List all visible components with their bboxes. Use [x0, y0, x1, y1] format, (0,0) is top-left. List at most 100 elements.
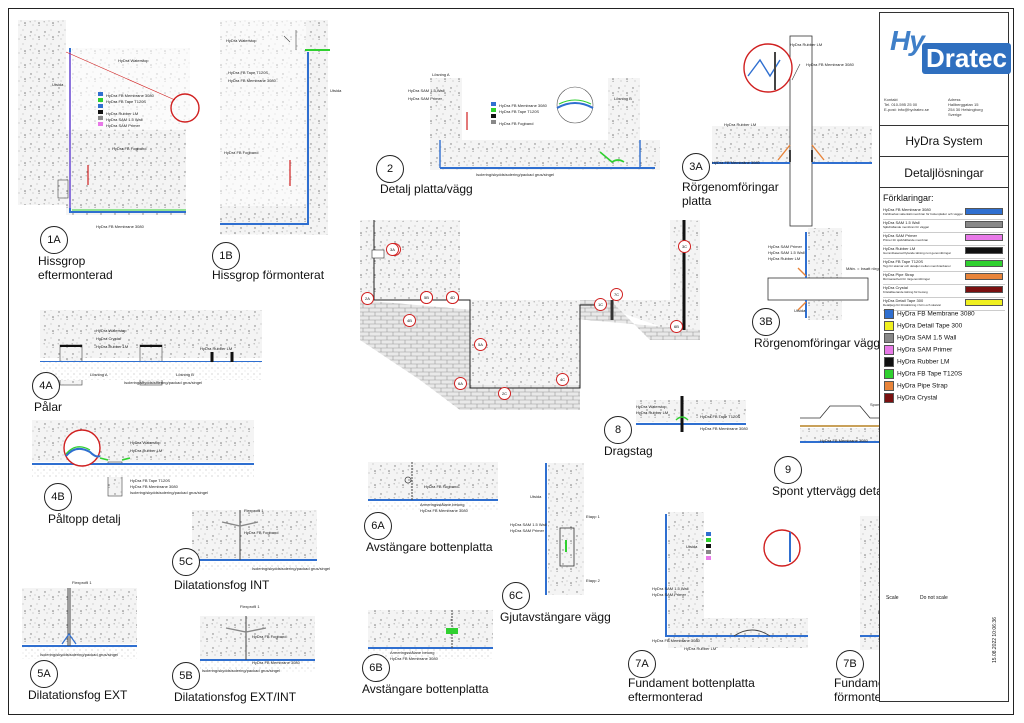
legend-color-square [884, 369, 894, 379]
detail-number-9[interactable]: 9 [774, 456, 802, 484]
callout-marker[interactable]: 2C [498, 387, 511, 400]
legend-detail-name: HyDra FB Membrane 3080 [883, 207, 931, 212]
detail-number-1b[interactable]: 1B [212, 242, 240, 270]
detail-number-3a[interactable]: 3A [682, 153, 710, 181]
title-6b: Avstängare bottenplatta [362, 682, 489, 696]
legend-detail-note: Tejp för skarvar och detaljer mellan mem… [883, 264, 951, 268]
legend-color-swatch [965, 234, 1003, 241]
annotation-1b-waterstop: HyDra Waterstop [226, 38, 257, 43]
detail-number-4b[interactable]: 4B [44, 483, 72, 511]
annotation-3b-primer: HyDra SAM Primer [768, 244, 803, 249]
annotation-6b-membrane: HyDra FB Membrane 3080 [390, 656, 438, 661]
legend-detail-note: Gummibaserad flytande tätning runt genom… [883, 251, 951, 255]
detail-number-6a[interactable]: 6A [364, 512, 392, 540]
legend-item-label: HyDra Rubber LM [897, 358, 950, 366]
detail-3b-drawing [767, 228, 869, 320]
title-block: Hy Dratec Kontakt Tel. 010-595 25 00 E-p… [879, 12, 1011, 702]
annotation-2-isolering: Isolering/skyddsisolering/packad grus/si… [476, 172, 555, 177]
legend-color-square [884, 309, 894, 319]
annotation-1a-waterstop: HyDra Waterstop [118, 58, 149, 63]
detail-6a-drawing [368, 462, 498, 511]
detail-number-6b[interactable]: 6B [362, 654, 390, 682]
legend-item: HyDra FB Membrane 3080 [884, 309, 1008, 319]
annotation-2-primer: HyDra SAM Primer [408, 96, 443, 101]
annotation-1a-primer: HyDra SAM Primer [106, 123, 141, 128]
detail-number-5b[interactable]: 5B [172, 662, 200, 690]
title-6c: Gjutavstängare vägg [500, 610, 611, 624]
title-5b: Dilatationsfog EXT/INT [174, 690, 297, 704]
detail-1b-drawing [220, 20, 330, 235]
callout-marker[interactable]: 3C [678, 240, 691, 253]
detail-number-7a[interactable]: 7A [628, 650, 656, 678]
legend-color-swatch [965, 221, 1003, 228]
legend-detail-note: Självhäftande membran för väggar [883, 225, 930, 229]
annotation-4b-membrane: HyDra FB Membrane 3080 [130, 484, 178, 489]
title-3b: Rörgenomföringar vägg [754, 336, 881, 350]
detail-number-7b[interactable]: 7B [836, 650, 864, 678]
detail-6b-drawing [368, 610, 493, 659]
annotation-4a-waterstop: HyDra Waterstop [96, 328, 127, 333]
legend-detail-name: HyDra SAM 1.5 Wall [883, 220, 920, 225]
legend-color-swatch [965, 247, 1003, 254]
callout-marker[interactable]: 4D [446, 291, 459, 304]
detail-number-5c[interactable]: 5C [172, 548, 200, 576]
scale-value: Do not scale [920, 595, 948, 601]
callout-marker[interactable]: 4B [403, 314, 416, 327]
legend-color-swatch [965, 273, 1003, 280]
annotation-4b-isolering: Isolering/skyddsisolering/packad grus/si… [130, 490, 209, 495]
annotation-3a-membrane: HyDra FB Membrane 3080 [806, 62, 854, 67]
annotation-5c-isolering: Isolering/skyddsisolering/packad grus/si… [252, 566, 331, 571]
title-4b: Påltopp detalj [48, 512, 121, 526]
callout-marker[interactable]: 2A [361, 292, 374, 305]
legend-detail-name: HyDra Detail Tape 300 [883, 298, 924, 303]
scale-label: Scale [886, 595, 899, 601]
detail-number-5a[interactable]: 5A [30, 660, 58, 688]
annotation-4b-waterstop: HyDra Waterstop [130, 440, 161, 445]
callout-marker[interactable]: 5B [420, 291, 433, 304]
annotation-1b-tape: HyDra FB Tape T120S [228, 70, 269, 75]
system-title: HyDra System [880, 125, 1008, 157]
callout-marker[interactable]: 5A [474, 338, 487, 351]
annotation-4b-tape: HyDra FB Tape T120S [130, 478, 171, 483]
detail-number-4a[interactable]: 4A [32, 372, 60, 400]
legend-detail-note: Förtillverkat vattentätt membran för bot… [883, 212, 963, 216]
detail-4b-drawing [32, 420, 254, 497]
callout-marker[interactable]: 6A [454, 377, 467, 390]
annotation-3b-rubber: HyDra Rubber LM [768, 256, 801, 261]
title-5c: Dilatationsfog INT [174, 578, 270, 592]
legend-item: HyDra Detail Tape 300 [884, 321, 1008, 331]
callout-marker[interactable]: 7C [610, 288, 623, 301]
legend-item: HyDra Rubber LM [884, 357, 1008, 367]
legend-item-label: HyDra Crystal [897, 394, 938, 402]
detail-number-6c[interactable]: 6C [502, 582, 530, 610]
detail-number-2[interactable]: 2 [376, 155, 404, 183]
callout-marker[interactable]: 4C [556, 373, 569, 386]
callout-marker[interactable]: 1C [594, 298, 607, 311]
callout-marker[interactable]: 6B [670, 320, 683, 333]
annotation-6c-sam: HyDra SAM 1.5 Wall [510, 522, 547, 527]
detail-3a-drawing [712, 35, 872, 227]
detail-number-8[interactable]: 8 [604, 416, 632, 444]
legend-item: HyDra Pipe Strap [884, 381, 1008, 391]
callout-marker[interactable]: 3A [386, 243, 399, 256]
annotation-1b-utsida: Utsida [330, 88, 342, 93]
annotation-4b-rubber: HyDra Rubber LM [130, 448, 163, 453]
detail-number-3b[interactable]: 3B [752, 308, 780, 336]
annotation-3a-rubber2: HyDra Rubber LM [724, 122, 757, 127]
legend-color-square [884, 381, 894, 391]
annotation-6c-steg2: Etapp 2 [586, 578, 600, 583]
legend-detail-note: Kristalliserande tätning för betong [883, 290, 928, 294]
legend-color-swatch [965, 299, 1003, 306]
annotation-2-membrane: HyDra FB Membrane 3080 [499, 103, 547, 108]
annotation-5b-fogband: HyDra FB Fogband [252, 634, 287, 639]
detail-5a-drawing [22, 588, 137, 659]
detail-number-1a[interactable]: 1A [40, 226, 68, 254]
legend-item: HyDra FB Tape T120S [884, 369, 1008, 379]
